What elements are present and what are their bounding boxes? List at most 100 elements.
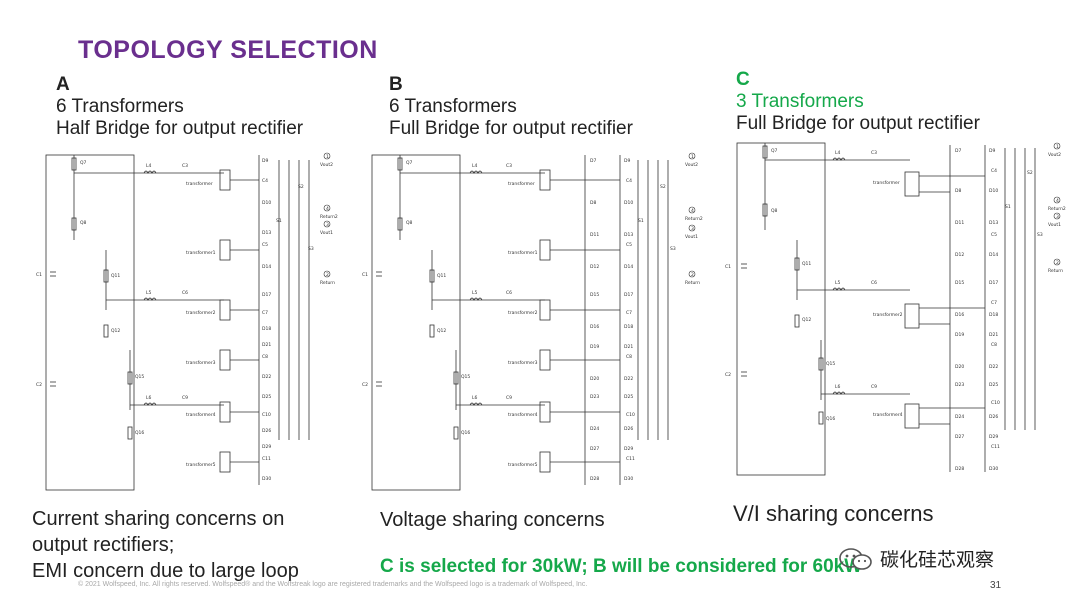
concern-line: Voltage sharing concerns — [380, 509, 605, 531]
svg-text:D25: D25 — [989, 382, 998, 388]
switch-q7: Q7 — [397, 155, 413, 180]
schematic-c: Q7 Q8 Q11 Q12 Q15 Q16 C1 C2 L4 L5 L6 C3 … — [725, 142, 1066, 476]
svg-text:C1: C1 — [725, 264, 731, 270]
cap-c6: C6 — [506, 290, 512, 296]
svg-text:S1: S1 — [638, 218, 644, 224]
watermark: 碳化硅芯观察 — [838, 545, 994, 572]
svg-text:C11: C11 — [262, 456, 271, 462]
option-a-rectifier: Half Bridge for output rectifier — [56, 118, 304, 139]
svg-text:Q7: Q7 — [771, 148, 778, 154]
svg-text:Return2: Return2 — [1048, 206, 1066, 212]
svg-text:transformer: transformer — [508, 181, 535, 187]
svg-text:D29: D29 — [624, 446, 633, 452]
wechat-icon — [839, 547, 872, 570]
svg-text:D10: D10 — [989, 188, 998, 194]
option-a-letter: A — [56, 74, 70, 95]
svg-text:C7: C7 — [262, 310, 268, 316]
svg-text:D26: D26 — [989, 414, 998, 420]
svg-text:D21: D21 — [624, 344, 633, 350]
svg-text:C10: C10 — [262, 412, 271, 418]
svg-text:D28: D28 — [590, 476, 599, 482]
svg-text:Q12: Q12 — [802, 317, 811, 323]
svg-text:D18: D18 — [989, 312, 998, 318]
svg-text:Q16: Q16 — [826, 416, 835, 422]
svg-text:D30: D30 — [262, 476, 271, 482]
svg-text:3: 3 — [326, 222, 329, 228]
svg-text:D18: D18 — [262, 326, 271, 332]
svg-text:D16: D16 — [955, 312, 964, 318]
svg-text:D20: D20 — [590, 376, 599, 382]
svg-text:L4: L4 — [472, 163, 478, 169]
svg-text:D26: D26 — [262, 428, 271, 434]
copyright-footer: © 2021 Wolfspeed, Inc. All rights reserv… — [78, 581, 588, 588]
svg-text:Return: Return — [320, 280, 335, 286]
svg-text:C5: C5 — [626, 242, 632, 248]
switch-q16: Q16 — [127, 426, 144, 440]
svg-text:Q12: Q12 — [437, 328, 446, 334]
svg-text:D17: D17 — [624, 292, 633, 298]
diode-labels: D9 D10 D13 D14 D17 D18 D21 D22 D25 D26 D… — [262, 158, 271, 482]
option-c-concern: V/I sharing concerns — [733, 501, 934, 527]
switch-q16: Q16 — [818, 411, 835, 425]
svg-text:C10: C10 — [626, 412, 635, 418]
svg-text:D24: D24 — [590, 426, 599, 432]
svg-text:D17: D17 — [989, 280, 998, 286]
input-bridge-outline — [736, 142, 826, 476]
svg-text:Vout1: Vout1 — [1048, 222, 1061, 228]
svg-text:D30: D30 — [624, 476, 633, 482]
svg-text:C8: C8 — [991, 342, 997, 348]
svg-text:Q16: Q16 — [461, 430, 470, 436]
svg-text:L5: L5 — [472, 290, 478, 296]
svg-text:S2: S2 — [298, 184, 304, 190]
cap-c6: C6 — [871, 280, 877, 286]
svg-text:C1: C1 — [36, 272, 42, 278]
switch-q8: Q8 — [397, 180, 413, 240]
svg-text:D27: D27 — [590, 446, 599, 452]
page-number: 31 — [990, 580, 1002, 591]
svg-text:transformer3: transformer3 — [508, 360, 538, 366]
cap-c9: C9 — [871, 384, 877, 390]
transformer-labels: transformer transformer1 transformer2 tr… — [508, 181, 538, 468]
svg-text:C10: C10 — [991, 400, 1000, 406]
svg-text:Vout2: Vout2 — [320, 162, 333, 168]
inductor-l4: L4 — [143, 163, 157, 174]
svg-text:Q7: Q7 — [406, 160, 413, 166]
cap-c3: C3 — [871, 150, 877, 156]
svg-text:D23: D23 — [590, 394, 599, 400]
svg-text:Q8: Q8 — [80, 220, 87, 226]
output-cap-labels: C4 C5 C7 C8 C10 C11 — [626, 178, 635, 462]
svg-text:Q12: Q12 — [111, 328, 120, 334]
cap-c9: C9 — [506, 395, 512, 401]
switch-q15: Q15 — [818, 340, 835, 400]
switch-q8: Q8 — [71, 180, 87, 240]
svg-text:transformer1: transformer1 — [508, 250, 538, 256]
concern-line: output rectifiers; — [32, 534, 175, 556]
svg-text:2: 2 — [691, 272, 694, 278]
svg-text:L6: L6 — [835, 384, 841, 390]
svg-text:D29: D29 — [989, 434, 998, 440]
svg-text:D9: D9 — [989, 148, 995, 154]
svg-text:transformer4: transformer4 — [186, 412, 216, 418]
switch-q12: Q12 — [794, 314, 811, 328]
input-bridge-outline — [371, 154, 461, 491]
svg-text:1: 1 — [1056, 144, 1059, 150]
svg-text:C5: C5 — [991, 232, 997, 238]
svg-text:Q15: Q15 — [461, 374, 470, 380]
svg-text:transformer5: transformer5 — [508, 462, 538, 468]
svg-text:D23: D23 — [955, 382, 964, 388]
svg-text:Q7: Q7 — [80, 160, 87, 166]
svg-text:Return2: Return2 — [320, 214, 338, 220]
svg-text:L4: L4 — [835, 150, 841, 156]
svg-text:C8: C8 — [262, 354, 268, 360]
svg-text:D20: D20 — [955, 364, 964, 370]
inductor-l4: L4 — [469, 163, 483, 174]
svg-text:1: 1 — [691, 154, 694, 160]
